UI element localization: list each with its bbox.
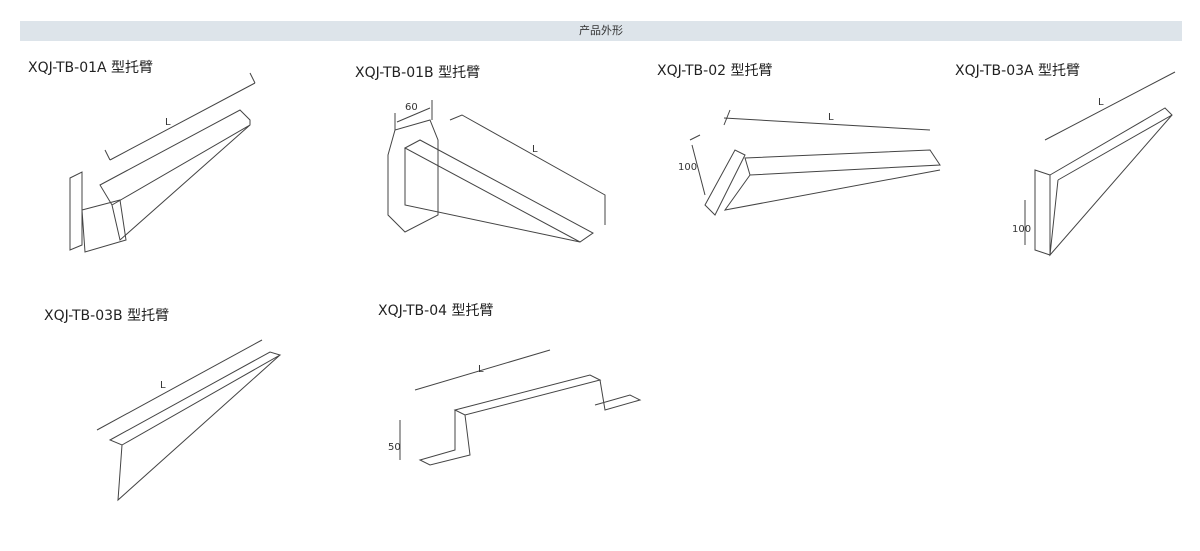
bracket-01a-drawing: L <box>69 72 256 253</box>
dim-100: 100 <box>678 162 697 173</box>
section-title: 产品外形 <box>579 24 623 37</box>
product-label: XQJ-TB-03A 型托臂 <box>955 63 1081 79</box>
bracket-02-drawing: L 100 <box>678 109 941 216</box>
section-header: 产品外形 <box>20 21 1182 41</box>
bracket-04-drawing: L 50 <box>388 349 642 466</box>
dim-l: L <box>532 144 538 155</box>
dim-60: 60 <box>405 102 418 113</box>
dim-l: L <box>1098 97 1104 108</box>
bracket-01b-drawing: 60 L <box>387 100 606 243</box>
dim-l: L <box>165 117 171 128</box>
dim-l: L <box>828 112 834 123</box>
product-label: XQJ-TB-03B 型托臂 <box>44 308 170 324</box>
bracket-03a-drawing: L 100 <box>1012 71 1176 257</box>
product-label: XQJ-TB-01B 型托臂 <box>355 65 481 81</box>
dim-100: 100 <box>1012 224 1031 235</box>
product-label: XQJ-TB-02 型托臂 <box>657 63 773 79</box>
product-label: XQJ-TB-01A 型托臂 <box>28 60 154 76</box>
bracket-03b-drawing: L <box>96 339 282 502</box>
product-label: XQJ-TB-04 型托臂 <box>378 303 494 319</box>
dim-l: L <box>160 380 166 391</box>
dim-l: L <box>478 364 484 375</box>
dim-50: 50 <box>388 442 401 453</box>
